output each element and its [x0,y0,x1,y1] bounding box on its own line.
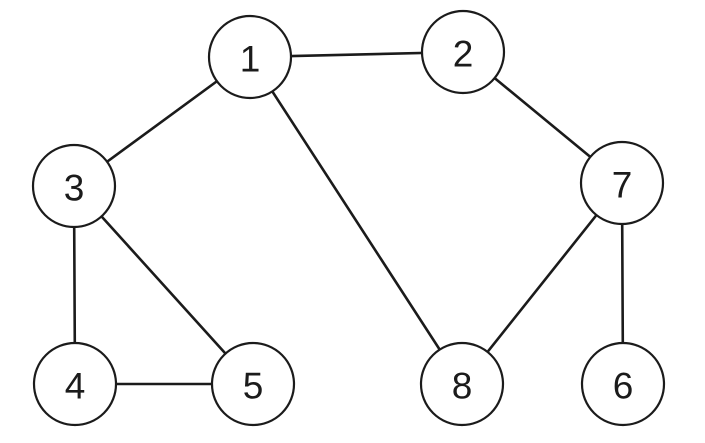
graph-node-7: 7 [579,140,665,226]
graph-node-circle-1 [207,14,293,100]
graph-node-4: 4 [32,341,118,427]
graph-node-circle-3 [31,143,117,229]
graph-node-8: 8 [419,341,505,427]
graph-node-label-2: 2 [453,34,474,75]
graph-node-circle-5 [210,341,296,427]
graph-edge-1-8 [248,55,464,386]
graph-node-2: 2 [420,9,506,95]
graph-node-label-7: 7 [612,165,633,206]
graph-node-circle-7 [579,140,665,226]
graph-node-3: 3 [31,143,117,229]
graph-edge-7-8 [460,181,624,386]
graph-edge-3-5 [72,184,255,386]
graph-node-1: 1 [207,14,293,100]
graph-node-circle-6 [580,341,666,427]
graph-node-label-6: 6 [613,366,634,407]
graph-node-label-5: 5 [243,366,264,407]
graph-node-label-3: 3 [64,168,85,209]
graph-node-label-8: 8 [452,366,473,407]
graph-node-label-1: 1 [240,39,261,80]
graph-node-5: 5 [210,341,296,427]
graph-node-circle-2 [420,9,506,95]
graph-node-circle-8 [419,341,505,427]
graph-node-circle-4 [32,341,118,427]
graph-node-label-4: 4 [65,366,86,407]
graph-node-6: 6 [580,341,666,427]
